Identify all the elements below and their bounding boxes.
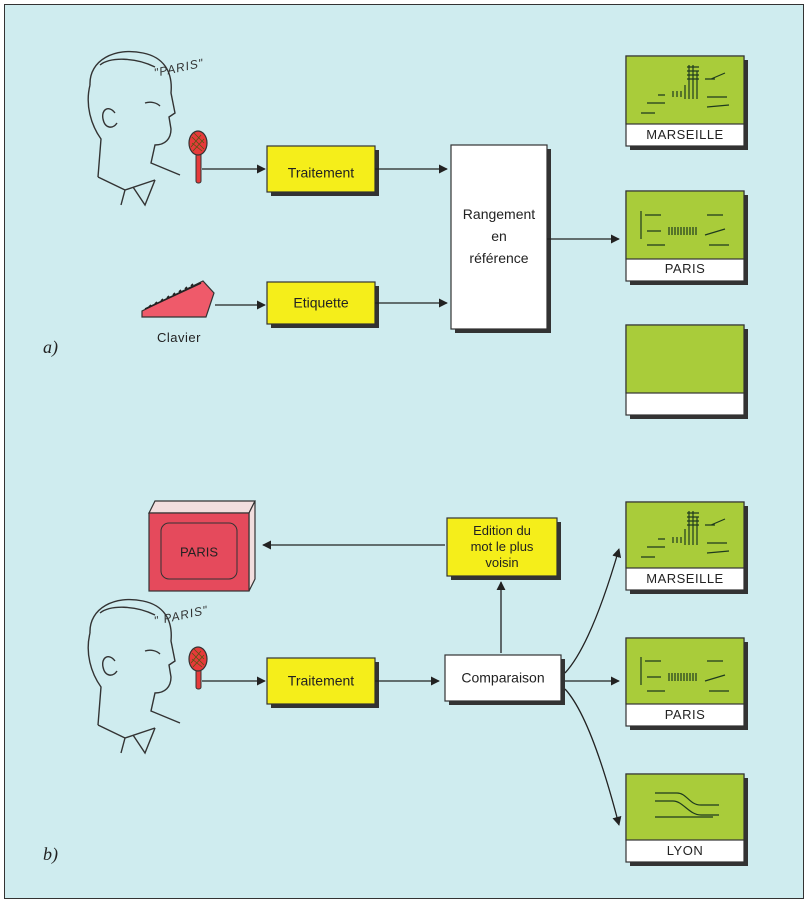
comparaison-label: Comparaison xyxy=(461,670,544,686)
comparaison-box: Comparaison xyxy=(444,654,565,705)
rangement-line-1: Rangement xyxy=(463,206,535,222)
arrow-to-lyon-card xyxy=(564,688,622,826)
traitement-box-b: Traitement xyxy=(266,657,379,708)
reference-card-marseille-b: MARSEILLE xyxy=(625,501,748,594)
reference-card-lyon-b: LYON xyxy=(625,773,748,866)
speech-text: "PARIS" xyxy=(153,56,205,80)
traitement-label: Traitement xyxy=(288,165,355,181)
card-label: LYON xyxy=(667,843,703,858)
diagram-frame: "PARIS" Traitement Clavier Etiquette Ran… xyxy=(4,4,804,899)
traitement-box-a: Traitement xyxy=(266,145,379,196)
card-label: MARSEILLE xyxy=(646,127,723,142)
microphone-icon xyxy=(188,646,208,690)
speaker-head-icon xyxy=(87,598,181,755)
spectrogram-marseille-a xyxy=(641,65,730,114)
diagram-canvas: "PARIS" Traitement Clavier Etiquette Ran… xyxy=(43,50,748,866)
edition-line-2: mot le plus xyxy=(471,539,534,554)
microphone-icon xyxy=(188,130,208,184)
keyboard-label: Clavier xyxy=(157,330,201,345)
section-label-b: b) xyxy=(43,844,58,865)
edition-box: Edition du mot le plus voisin xyxy=(446,517,561,580)
keyboard-icon xyxy=(141,280,215,318)
reference-card-marseille-a: MARSEILLE xyxy=(625,55,748,150)
speech-text: " PARIS" xyxy=(153,603,210,628)
speaker-head-icon xyxy=(87,50,181,207)
card-label: MARSEILLE xyxy=(646,571,723,586)
edition-line-1: Edition du xyxy=(473,523,531,538)
spectrogram-paris-b xyxy=(640,657,729,692)
edition-line-3: voisin xyxy=(485,555,518,570)
etiquette-label: Etiquette xyxy=(293,295,348,311)
spectrogram-paris-a xyxy=(640,211,729,246)
rangement-line-3: référence xyxy=(469,250,528,266)
spectrogram-lyon-b xyxy=(655,792,719,818)
card-label: PARIS xyxy=(665,707,706,722)
spectrogram-marseille-b xyxy=(641,511,730,558)
reference-card-paris-a: PARIS xyxy=(625,190,748,285)
traitement-label: Traitement xyxy=(288,673,355,689)
reference-card-paris-b: PARIS xyxy=(625,637,748,730)
etiquette-box: Etiquette xyxy=(266,281,379,328)
screen-word: PARIS xyxy=(180,544,218,559)
section-label-a: a) xyxy=(43,337,58,358)
reference-card-empty-a xyxy=(625,324,748,419)
card-label: PARIS xyxy=(665,261,706,276)
display-screen-icon: PARIS xyxy=(148,500,256,592)
rangement-line-2: en xyxy=(491,228,507,244)
rangement-box: Rangement en référence xyxy=(450,144,551,333)
arrow-to-marseille-card xyxy=(564,548,622,674)
